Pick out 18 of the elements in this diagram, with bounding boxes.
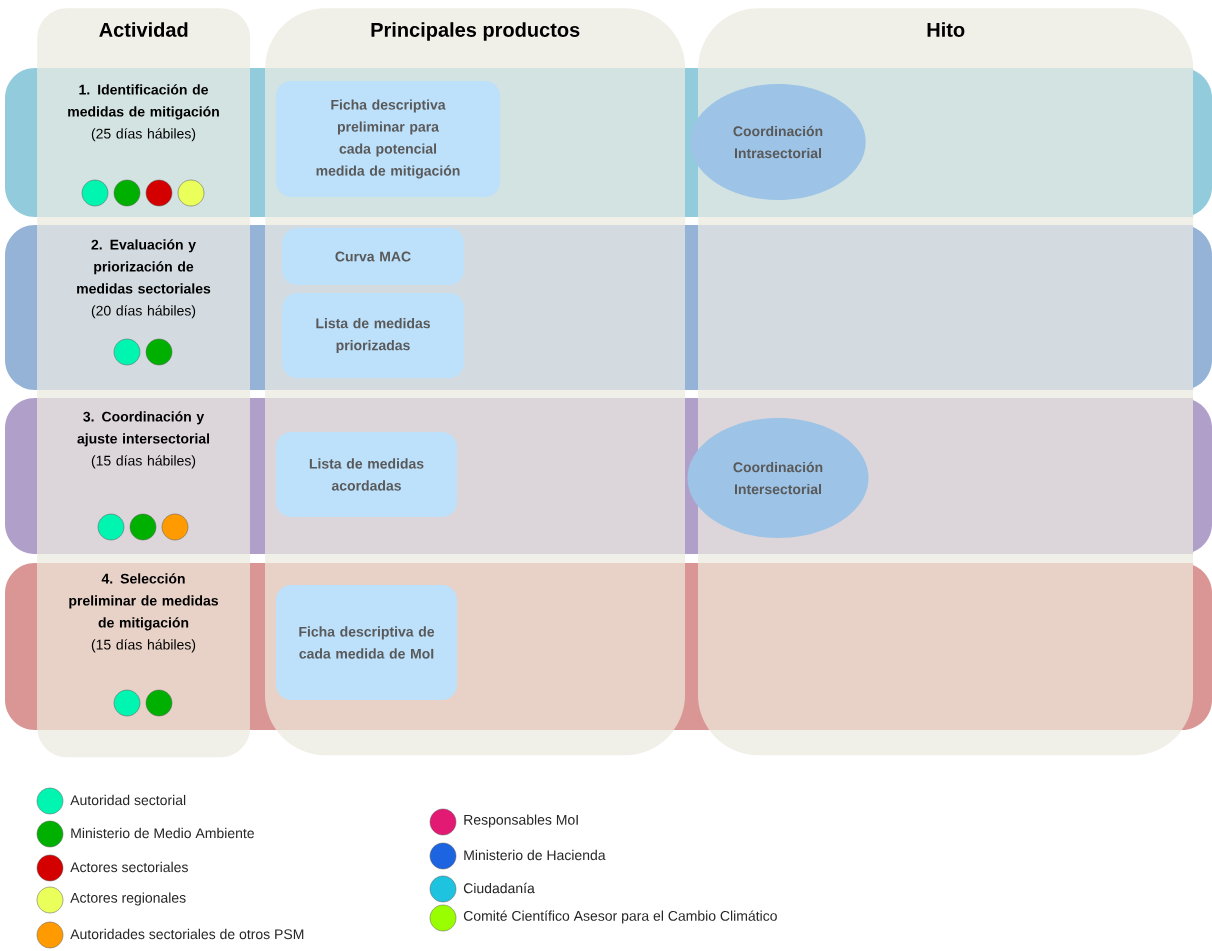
legend-label: Autoridad sectorial <box>70 794 186 806</box>
activity-label: 1. Identificación de medidas de mitigación (25 días hábiles) <box>68 84 219 142</box>
product-box: Curva MAC <box>282 228 464 285</box>
legend-label: Ministerio de Hacienda <box>464 849 606 861</box>
product-box: Lista de medidas priorizadas <box>282 293 464 378</box>
legend-label: Actores sectoriales <box>70 861 188 873</box>
product-box: Ficha descriptiva preliminar para cada potencial medida de mitigación <box>276 81 500 197</box>
activity-label: 3. Coordinación y ajuste intersectorial (15 días hábiles) <box>77 411 210 469</box>
product-box: Ficha descriptiva de cada medida de MoI <box>276 585 457 700</box>
legend-label: Comité Científico Asesor para el Cambio Climático <box>463 910 777 924</box>
legend-label: Autoridades sectoriales de otros PSM <box>70 928 304 940</box>
product-box: Lista de medidas acordadas <box>276 432 457 517</box>
activity-label: 4. Selección preliminar de medidas de mitigación (15 días hábiles) <box>69 573 218 653</box>
legend-label: Actores regionales <box>70 892 186 906</box>
legend-label: Responsables MoI <box>464 814 578 828</box>
legend-label: Ciudadanía <box>463 882 535 894</box>
legend-label: Ministerio de Medio Ambiente <box>71 827 254 839</box>
activity-label: 2. Evaluación y priorización de medidas sectoriales (20 días hábiles) <box>77 239 211 319</box>
